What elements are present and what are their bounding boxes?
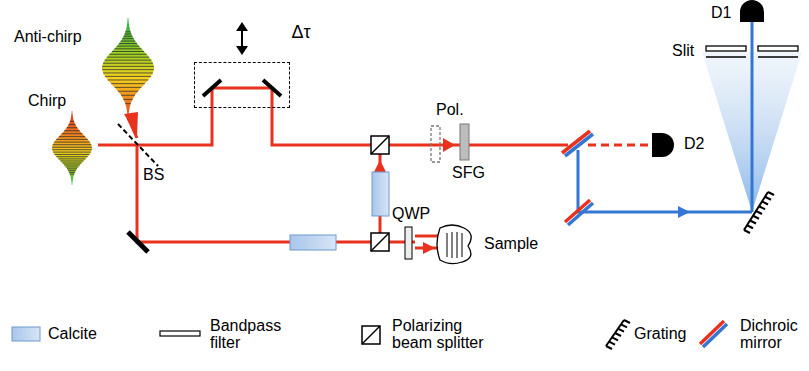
- delay-label: Δτ: [291, 23, 310, 43]
- part-label: Slit: [672, 42, 694, 60]
- part-label: Sample: [484, 235, 538, 253]
- legend-text: Grating: [634, 326, 686, 343]
- delay-stage: Δτ: [194, 62, 290, 108]
- part-label: D2: [684, 135, 704, 153]
- part-label: BS: [143, 166, 164, 184]
- legend-text: Dichroic mirror: [740, 318, 804, 352]
- part-label: Chirp: [28, 92, 66, 110]
- part-label: Pol.: [436, 101, 464, 119]
- part-label: SFG: [452, 164, 485, 182]
- part-label: Anti-chirp: [14, 28, 82, 46]
- legend-text: Bandpass filter: [210, 318, 272, 352]
- part-label: D1: [711, 4, 731, 22]
- legend-text: Calcite: [48, 326, 97, 343]
- legend-text: Polarizing beam splitter: [392, 318, 492, 352]
- part-label: QWP: [392, 205, 430, 223]
